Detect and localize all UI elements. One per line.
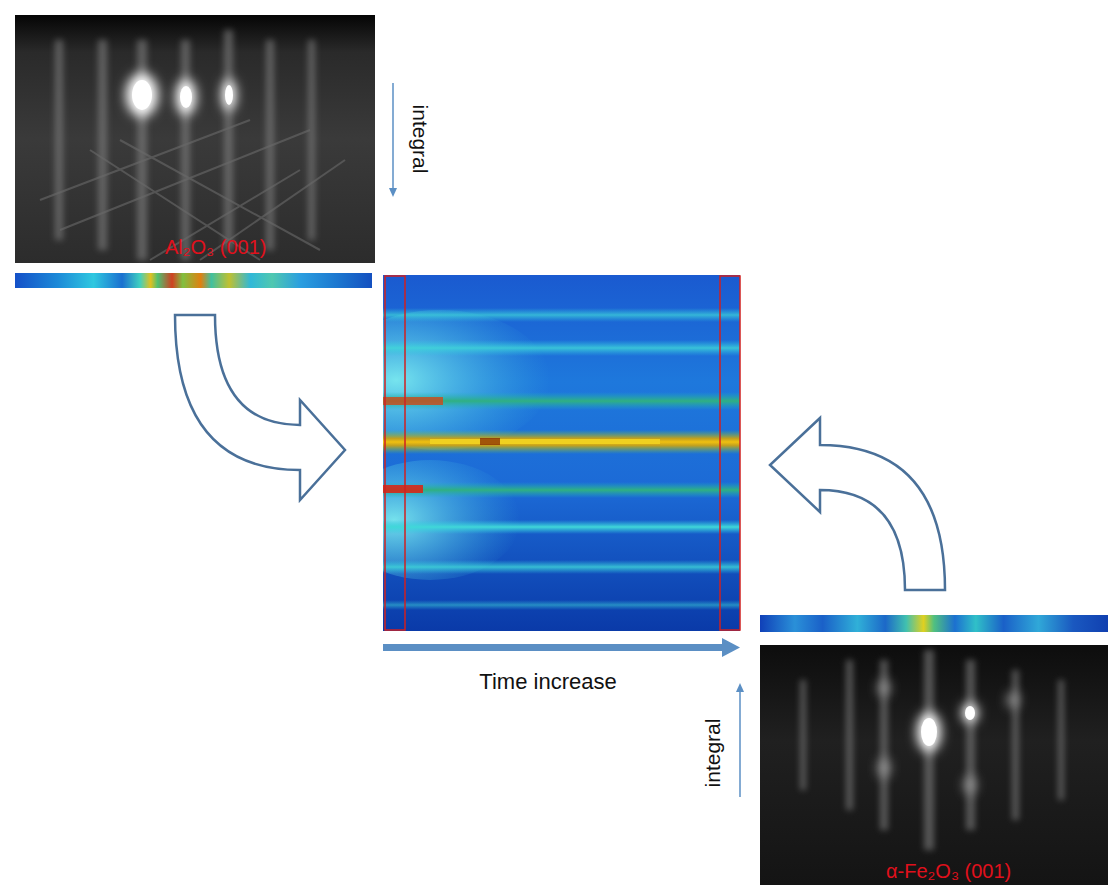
sample-label: α-Fe₂O₃ (001) [886,860,1011,883]
axis-note: integral [408,105,432,174]
color-bar [15,273,372,288]
integral-arrow [736,683,744,797]
sample-label: Al₂O₃ (001) [165,236,267,259]
heat-map [383,275,740,631]
curved-arrow [770,418,945,590]
rheed-image [15,15,375,263]
image-panel: Al₂O₃ (001) [15,15,375,263]
rheed-image [760,645,1108,885]
time-arrow [383,638,740,657]
highlight-frame [385,276,405,630]
curved-arrow [175,315,345,500]
axis-note: integral [701,719,725,788]
image-panel: α-Fe₂O₃ (001) [760,645,1108,885]
axis-label: Time increase [479,669,616,695]
color-bar [760,615,1108,632]
highlight-frame [720,276,740,630]
integral-arrow [389,83,397,197]
